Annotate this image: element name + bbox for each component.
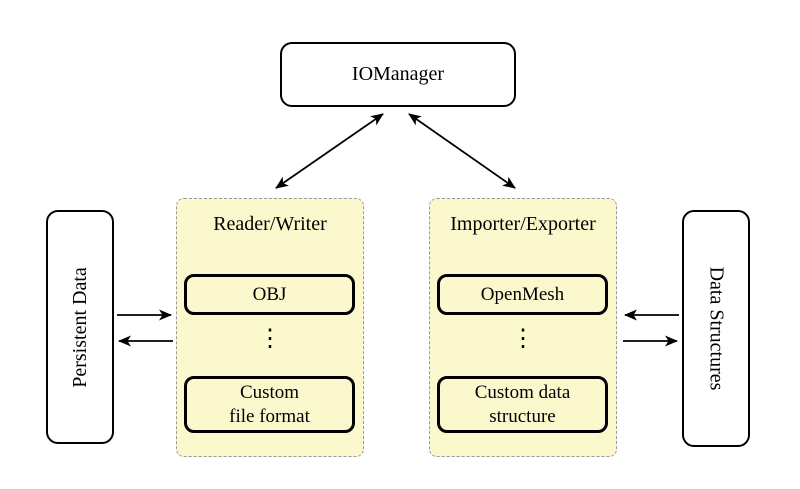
persistent-data-label: Persistent Data (68, 266, 91, 388)
data-structures-node: Data Structures (682, 210, 750, 447)
reader-writer-title: Reader/Writer (213, 213, 327, 235)
importer-exporter-group: Importer/Exporter OpenMesh ⋮ Custom data… (429, 198, 617, 457)
iomanager-node: IOManager (280, 42, 516, 107)
data-structures-label: Data Structures (705, 266, 728, 391)
obj-node: OBJ (184, 274, 355, 315)
persistent-data-node: Persistent Data (46, 210, 114, 444)
custom-file-format-line1: Custom (239, 381, 300, 403)
custom-file-format-line2: file format (229, 405, 310, 427)
custom-data-structure-node: Custom data structure (437, 376, 608, 433)
iomanager-label: IOManager (351, 63, 445, 85)
custom-data-structure-line1: Custom data (474, 381, 571, 403)
custom-file-format-node: Custom file format (184, 376, 355, 433)
openmesh-node: OpenMesh (437, 274, 608, 315)
arrow-iomanager-reader-writer (275, 113, 384, 189)
custom-data-structure-line2: structure (489, 405, 556, 427)
reader-writer-group: Reader/Writer OBJ ⋮ Custom file format (176, 198, 364, 457)
obj-label: OBJ (252, 283, 287, 305)
arrow-iomanager-importer-exporter (408, 113, 516, 189)
importer-exporter-title: Importer/Exporter (450, 213, 596, 235)
vertical-ellipsis: ⋮ (258, 326, 282, 352)
vertical-ellipsis: ⋮ (511, 326, 535, 352)
openmesh-label: OpenMesh (480, 283, 565, 305)
